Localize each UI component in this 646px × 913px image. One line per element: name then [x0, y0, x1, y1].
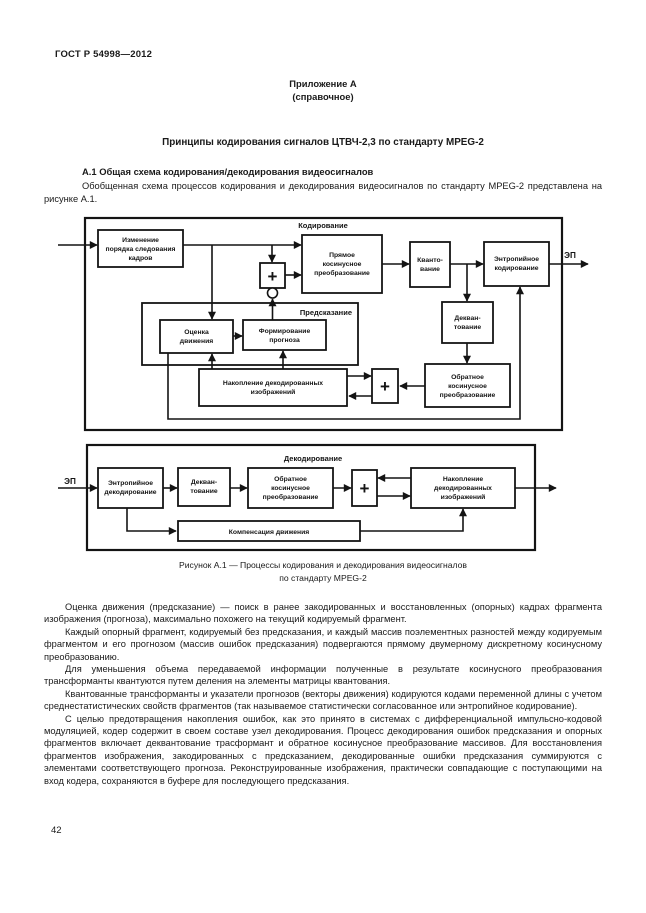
block-label: изображений — [251, 388, 296, 396]
block-label: Обратное — [451, 373, 484, 381]
body-text: Оценка движения (предсказание) — поиск в… — [44, 601, 602, 787]
encoder-dequantizer-block — [441, 301, 494, 344]
block-label: вание — [420, 266, 440, 273]
block-label: тование — [454, 324, 482, 331]
figure-caption-line1: Рисунок А.1 — Процессы кодирования и дек… — [178, 560, 467, 570]
decoder-frame-store-block — [410, 467, 516, 509]
block-label: изображений — [441, 493, 486, 501]
block-label: Оценка — [184, 329, 209, 336]
section-a1-heading: А.1 Общая схема кодирования/декодировани… — [82, 166, 374, 177]
paragraph: Для уменьшения объема передаваемой инфор… — [44, 664, 602, 687]
reconstruction-adder-block — [371, 368, 399, 404]
encoder-frame-store-block — [198, 368, 348, 407]
entropy-decoder-block — [97, 467, 164, 509]
block-label: Накопление — [443, 476, 484, 483]
block-label: Кванто- — [417, 257, 443, 264]
paragraph: Оценка движения (предсказание) — поиск в… — [44, 602, 602, 625]
page-number: 42 — [51, 825, 62, 836]
block-label: прогноза — [269, 337, 300, 344]
encoder-frame-label: Кодирование — [298, 221, 348, 230]
frame-reorder-block — [97, 229, 184, 268]
predictor-block — [242, 319, 327, 351]
prediction-group-frame — [141, 302, 359, 366]
paragraph: С целью предотвращения накопления ошибок… — [44, 713, 602, 786]
decoder-dequantizer-block — [177, 467, 231, 507]
encoder-adder-block — [259, 262, 286, 289]
figure-caption-line2: по стандарту MPEG-2 — [279, 572, 367, 583]
decoder-input-label: ЭП — [64, 477, 76, 486]
decoder-idct-block — [247, 467, 334, 509]
block-label: кодирование — [494, 265, 538, 272]
block-label: движения — [180, 338, 213, 345]
standard-number: ГОСТ Р 54998—2012 — [55, 49, 153, 60]
block-label: преобразование — [263, 493, 319, 501]
block-label: Декван- — [191, 479, 217, 486]
plus-sign: + — [380, 377, 390, 396]
block-label: Энтропийное — [108, 479, 153, 487]
motion-compensation-block — [177, 520, 361, 542]
block-label: Обратное — [274, 475, 307, 483]
block-label: косинусное — [323, 261, 362, 268]
block-label: декодированных — [434, 485, 492, 492]
block-label: Накопление декодированных — [223, 380, 323, 387]
plus-sign: + — [268, 267, 278, 286]
appendix-title: Принципы кодирования сигналов ЦТВЧ-2,3 п… — [162, 137, 484, 148]
decoder-frame-label: Декодирование — [284, 454, 342, 463]
block-label: преобразование — [440, 391, 496, 399]
decoder-adder-block — [351, 469, 378, 507]
block-label: косинусное — [271, 485, 310, 492]
block-label: порядка следования — [105, 246, 175, 253]
paragraph: Квантованные трансформанты и указатели п… — [44, 688, 602, 712]
appendix-name: Приложение А — [289, 78, 357, 89]
encoder-frame — [83, 216, 564, 432]
block-label: Формирование — [259, 328, 311, 335]
quantizer-block — [409, 241, 451, 288]
prediction-group-label: Предсказание — [300, 308, 352, 317]
block-label: преобразование — [314, 269, 370, 277]
appendix-kind: (справочное) — [292, 91, 354, 102]
entropy-coder-block — [483, 241, 550, 287]
encoder-output-label: ЭП — [564, 251, 576, 260]
block-label: Декван- — [454, 315, 480, 322]
block-label: декодирование — [104, 489, 156, 496]
block-label: Прямое — [329, 252, 355, 259]
motion-vectors-connector — [167, 286, 524, 420]
dct-block — [301, 234, 383, 294]
plus-sign: + — [360, 479, 370, 498]
block-label: Изменение — [122, 237, 159, 244]
decoder-frame — [85, 443, 537, 552]
encoder-idct-block — [424, 363, 511, 408]
section-a1-intro: Обобщенная схема процессов кодирования и… — [44, 181, 602, 204]
connector-arrow — [126, 508, 177, 535]
block-label: косинусное — [448, 383, 487, 390]
block-label: Компенсация движения — [229, 529, 310, 536]
figure-a1-diagram: Кодирование ЭП Предсказание Изменение по… — [58, 216, 589, 552]
block-label: кадров — [129, 255, 153, 262]
motion-estimation-block — [159, 319, 234, 354]
block-label: тование — [190, 488, 218, 495]
figure-caption: Рисунок А.1 — Процессы кодирования и дек… — [0, 559, 646, 584]
adder-inverter-circle — [266, 287, 279, 299]
block-label: Энтропийное — [494, 255, 539, 263]
paragraph: Каждый опорный фрагмент, кодируемый без … — [44, 626, 602, 662]
connector-arrow — [360, 508, 467, 532]
